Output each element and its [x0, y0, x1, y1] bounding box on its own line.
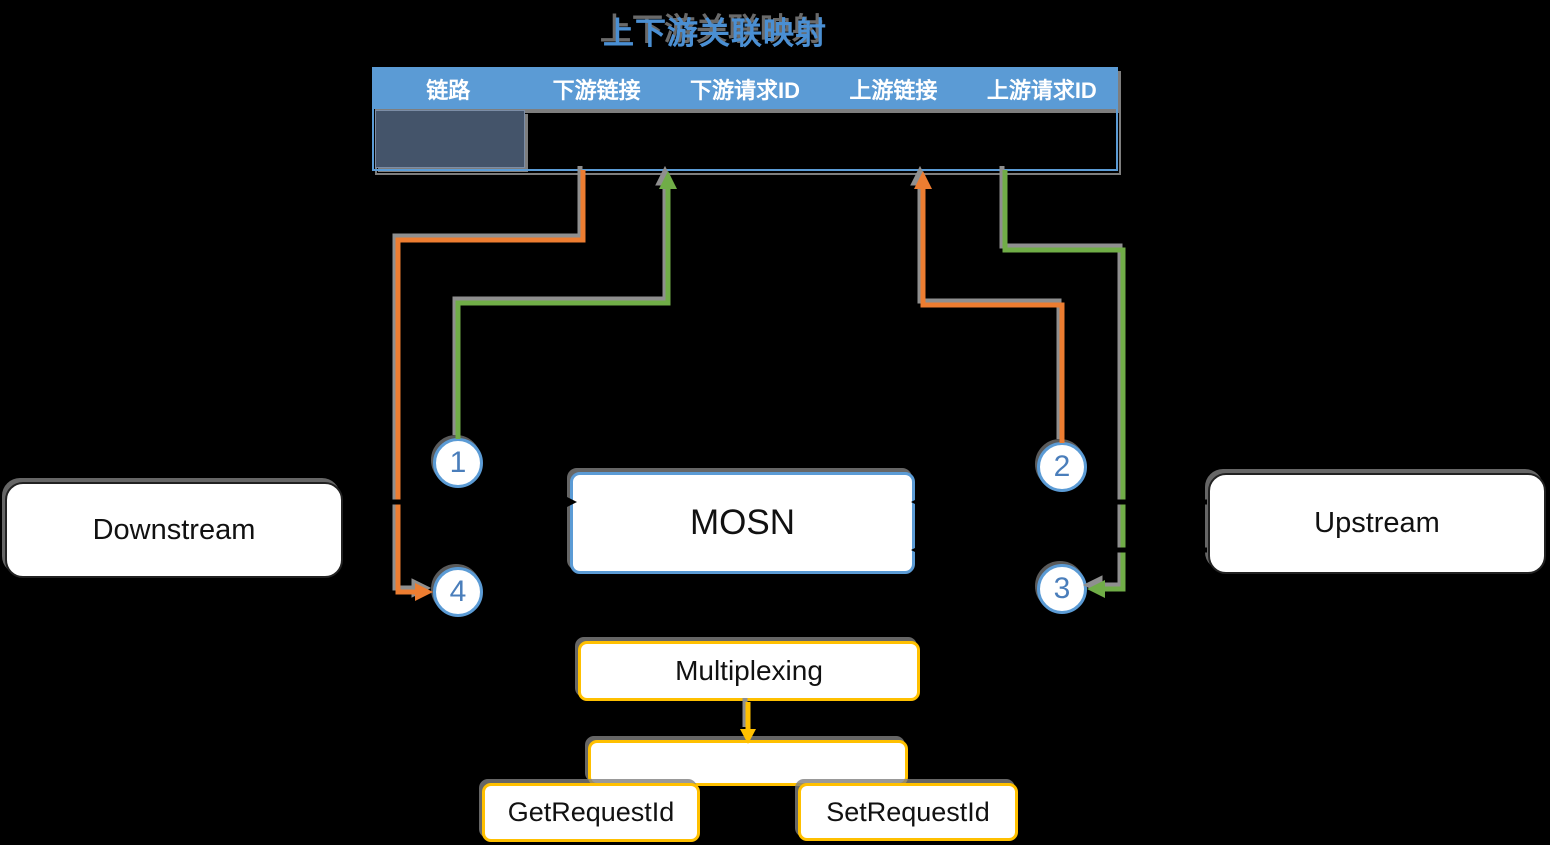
- multiplexing-box: Multiplexing: [578, 641, 920, 701]
- set-request-id-box: SetRequestId: [798, 783, 1018, 841]
- set-request-id-label: SetRequestId: [826, 796, 990, 827]
- connector-upstream-to-mosn-black: [911, 494, 1207, 558]
- mosn-label: MOSN: [690, 503, 795, 542]
- step-circle-4: 4: [433, 567, 483, 617]
- mapping-table-body-row: [374, 109, 1116, 169]
- multiplexing-group-shape: [588, 740, 908, 786]
- connector-downstream-connection-orange: [392, 166, 586, 601]
- get-request-id-box: GetRequestId: [482, 783, 700, 842]
- mosn-box: MOSN: [570, 472, 915, 574]
- step-circle-1: 1: [433, 438, 483, 488]
- connector-downstream-request-id-green: [452, 165, 677, 439]
- step-4-number: 4: [449, 575, 467, 608]
- step-circle-3: 3: [1037, 564, 1087, 614]
- multiplexing-label: Multiplexing: [675, 655, 823, 686]
- upstream-box: Upstream: [1208, 473, 1546, 574]
- upstream-label: Upstream: [1314, 507, 1440, 539]
- connector-downstream-to-mosn-black: [343, 494, 577, 510]
- connector-upstream-connection-orange: [910, 165, 1065, 443]
- diagram-title: 上下游关联映射: [603, 16, 827, 51]
- col-header-upstream-connection: 上游链接: [849, 78, 938, 103]
- col-header-upstream-request-id: 上游请求ID: [986, 78, 1097, 103]
- connector-upstream-request-id-green: [999, 166, 1126, 598]
- col-header-downstream-request-id: 下游请求ID: [690, 78, 801, 103]
- mapping-table-header-row: 链路 下游链接 下游请求ID 上游链接 上游请求ID: [374, 69, 1116, 109]
- col-header-downstream-connection: 下游链接: [552, 78, 641, 103]
- connector-multiplexing-gold: [740, 698, 756, 744]
- step-3-number: 3: [1053, 572, 1071, 605]
- link-cell: [375, 110, 525, 168]
- downstream-label: Downstream: [92, 513, 256, 546]
- get-request-id-label: GetRequestId: [507, 797, 675, 827]
- step-2-number: 2: [1053, 450, 1071, 483]
- step-1-number: 1: [449, 446, 467, 479]
- step-circle-2: 2: [1037, 442, 1087, 492]
- col-header-link: 链路: [426, 78, 471, 103]
- mapping-table: 链路 下游链接 下游请求ID 上游链接 上游请求ID: [372, 67, 1118, 171]
- downstream-box: Downstream: [5, 482, 343, 578]
